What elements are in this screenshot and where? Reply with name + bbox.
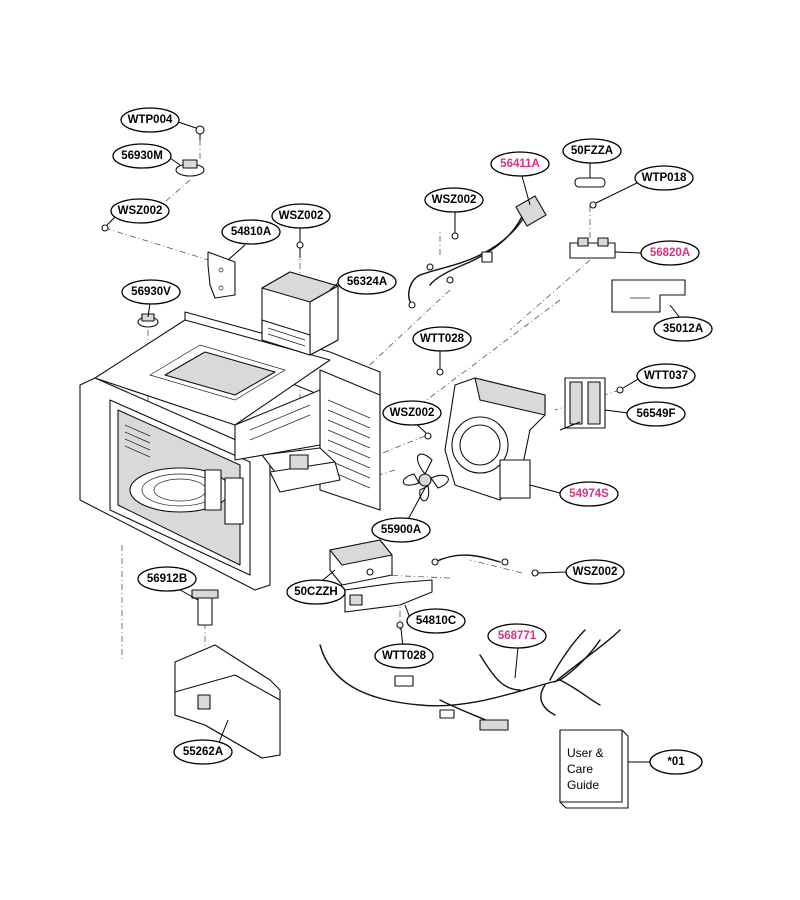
guide-line-1: User & [567,746,604,760]
svg-text:56549F: 56549F [636,408,675,420]
screw-wsz002-d [424,432,432,440]
screw-wsz002-a [101,224,109,232]
label-wsz002-d: WSZ002 [382,400,442,426]
label-54810c: 54810C [406,608,466,634]
label-wsz002-a: WSZ002 [110,198,170,224]
guide-line-2: Care [567,762,593,776]
svg-text:568771: 568771 [498,630,537,642]
svg-text:55900A: 55900A [381,524,421,536]
svg-text:WTP004: WTP004 [128,114,173,126]
label-55262a: 55262A [173,739,233,765]
label-wsz002-c: WSZ002 [424,187,484,213]
sheet-35012a [611,279,686,313]
power-cord-56411a [408,195,547,309]
svg-text:35012A: 35012A [663,323,703,335]
fuse-holder-56820a [569,237,616,259]
label-56324a: 56324A [337,269,397,295]
svg-text:56324A: 56324A [347,276,387,288]
svg-text:50FZZA: 50FZZA [571,145,613,157]
svg-text:WSZ002: WSZ002 [390,407,435,419]
label-wtp004: WTP004 [120,107,180,133]
bracket-54810c [344,579,433,613]
screw-wtt028-a [436,368,444,376]
label-wtt028-b: WTT028 [374,643,434,669]
label-star01: *01 [649,749,703,775]
label-56930m: 56930M [112,143,172,169]
svg-text:54974S: 54974S [569,488,609,500]
label-wtt037: WTT037 [636,363,696,389]
label-wsz002-b: WSZ002 [271,203,331,229]
label-56930v: 56930V [121,279,181,305]
svg-text:WTT037: WTT037 [644,370,688,382]
svg-text:54810A: 54810A [231,226,271,238]
screw-wtt037 [616,386,624,394]
svg-text:WSZ002: WSZ002 [573,566,618,578]
screw-wsz002-e [531,569,539,577]
capacitor-50czzh [329,539,393,586]
motor-56549f [559,377,606,431]
transformer-56324a [261,271,339,356]
svg-text:WTT028: WTT028 [420,333,465,345]
bracket-54810a [207,251,236,299]
svg-text:55262A: 55262A [183,746,223,758]
svg-text:56930V: 56930V [131,286,171,298]
label-35012a: 35012A [653,316,713,342]
part-56930m [175,159,205,177]
label-56411a: 56411A [490,151,550,177]
label-50fzza: 50FZZA [562,138,622,164]
vent-grid-left [124,424,151,458]
oven-cavity-chassis [79,311,381,591]
harness-568771 [319,629,621,731]
user-care-guide-booklet: User & Care Guide [559,729,629,809]
svg-text:56912B: 56912B [147,573,187,585]
svg-text:50CZZH: 50CZZH [294,586,337,598]
label-54810a: 54810A [221,219,281,245]
label-50czzh: 50CZZH [286,579,346,605]
part-56912b [191,589,219,626]
screw-wtt028-b [396,621,404,629]
screw-wtp004 [195,125,205,140]
label-wtt028-a: WTT028 [412,326,472,352]
svg-text:56930M: 56930M [121,150,163,162]
svg-text:*01: *01 [667,756,685,768]
label-56549f: 56549F [626,401,686,427]
fuse-50fzza [574,177,606,188]
svg-text:WSZ002: WSZ002 [279,210,324,222]
svg-text:WTP018: WTP018 [642,172,687,184]
label-568771: 568771 [487,623,547,649]
diode-lead [431,554,509,566]
svg-text:56820A: 56820A [650,247,690,259]
guide-line-3: Guide [567,778,599,792]
svg-text:WSZ002: WSZ002 [118,205,163,217]
label-wsz002-e: WSZ002 [565,559,625,585]
label-56912b: 56912B [137,566,197,592]
svg-text:54810C: 54810C [416,615,456,627]
screw-wsz002-c [451,232,459,240]
svg-text:56411A: 56411A [500,158,540,170]
part-labels: WTP004 56930M WSZ002 54810A WSZ002 56324… [110,107,713,775]
cover-55262a [174,644,281,759]
screw-wtp018 [589,201,597,209]
svg-text:WTT028: WTT028 [382,650,427,662]
label-54974s: 54974S [559,481,619,507]
fan-blade-55900a [402,453,449,502]
label-55900a: 55900A [371,517,431,543]
label-56820a: 56820A [640,240,700,266]
fan-housing-54974s [444,377,546,501]
label-wtp018: WTP018 [634,165,694,191]
svg-text:WSZ002: WSZ002 [432,194,477,206]
screw-wsz002-b [296,241,304,258]
